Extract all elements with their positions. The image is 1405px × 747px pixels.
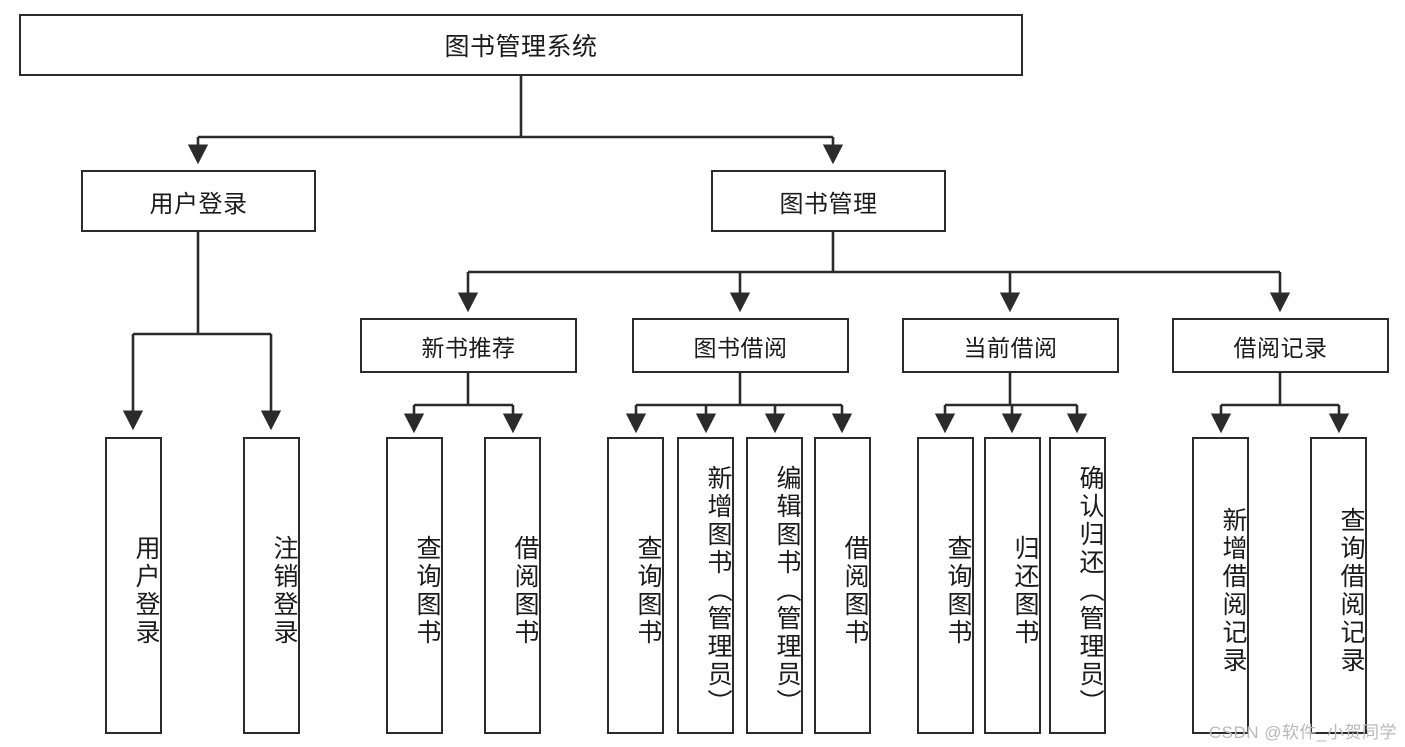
leaf-user-login-logout[interactable]: 注销登录	[243, 437, 300, 734]
node-new-book-recommend[interactable]: 新书推荐	[360, 318, 577, 373]
leaf-current-borrow-confirm-return[interactable]: 确认归还（管理员）	[1049, 437, 1106, 734]
leaf-label: 查询借阅记录	[1337, 506, 1365, 675]
node-current-borrow[interactable]: 当前借阅	[902, 318, 1119, 373]
leaf-borrow-record-query[interactable]: 查询借阅记录	[1310, 437, 1367, 734]
leaf-borrow-record-add[interactable]: 新增借阅记录	[1192, 437, 1249, 734]
node-user-login[interactable]: 用户登录	[81, 170, 316, 232]
leaf-book-borrow-add[interactable]: 新增图书（管理员）	[677, 437, 734, 734]
leaf-label: 借阅图书	[511, 534, 539, 647]
node-book-borrow[interactable]: 图书借阅	[632, 318, 849, 373]
csdn-watermark: CSDN @软件_小贺同学	[1208, 723, 1397, 742]
leaf-label: 查询图书	[944, 534, 972, 647]
leaf-new-book-borrow[interactable]: 借阅图书	[484, 437, 541, 734]
leaf-book-borrow-borrow[interactable]: 借阅图书	[814, 437, 871, 734]
node-book-management[interactable]: 图书管理	[711, 170, 946, 232]
leaf-label: 新增借阅记录	[1219, 506, 1247, 675]
leaf-book-borrow-edit[interactable]: 编辑图书（管理员）	[746, 437, 803, 734]
leaf-current-borrow-return[interactable]: 归还图书	[984, 437, 1041, 734]
leaf-book-borrow-query[interactable]: 查询图书	[607, 437, 664, 734]
leaf-current-borrow-query[interactable]: 查询图书	[917, 437, 974, 734]
leaf-user-login-login[interactable]: 用户登录	[105, 437, 162, 734]
leaf-label: 确认归还（管理员）	[1076, 464, 1104, 717]
leaf-new-book-query[interactable]: 查询图书	[386, 437, 443, 734]
leaf-label: 归还图书	[1011, 534, 1039, 647]
leaf-label: 借阅图书	[841, 534, 869, 647]
leaf-label: 注销登录	[270, 534, 298, 647]
leaf-label: 编辑图书（管理员）	[773, 464, 801, 717]
leaf-label: 查询图书	[634, 534, 662, 647]
leaf-label: 新增图书（管理员）	[704, 464, 732, 717]
leaf-label: 查询图书	[413, 534, 441, 647]
node-borrow-record[interactable]: 借阅记录	[1172, 318, 1389, 373]
leaf-label: 用户登录	[132, 534, 160, 647]
node-root-system[interactable]: 图书管理系统	[19, 14, 1023, 76]
